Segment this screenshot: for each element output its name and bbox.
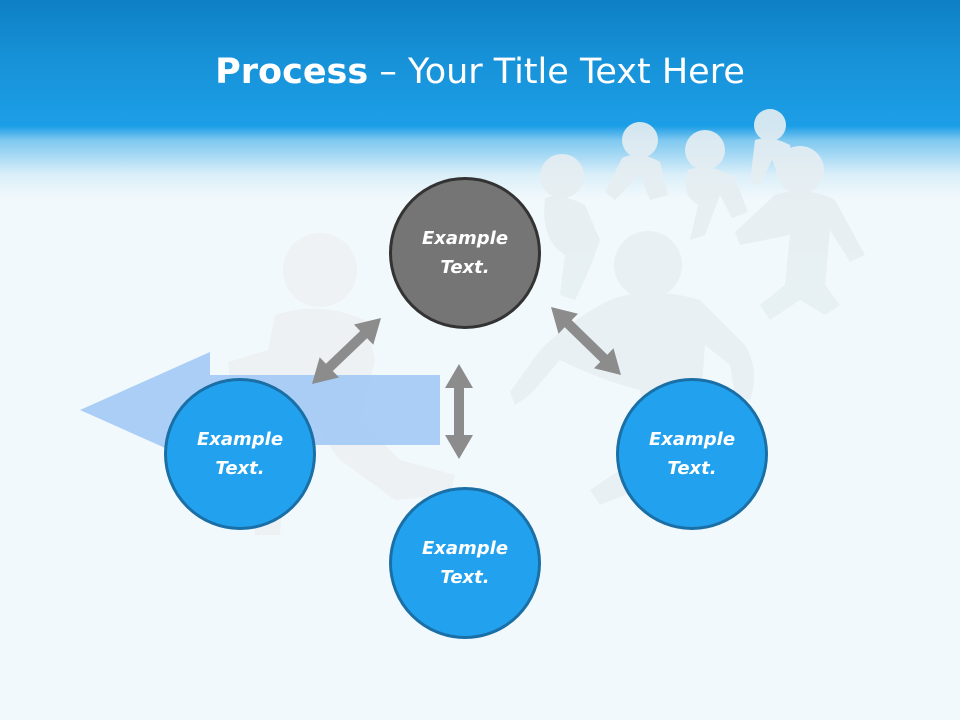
connector-arrows [312,307,621,459]
title-rest-text: – Your Title Text Here [368,52,745,92]
runner-right-figure-icon [510,231,754,505]
page-title: Process – Your Title Text Here [0,52,960,92]
crowd-figures-icon [540,109,865,320]
double-arrow-top-right-icon [551,307,621,375]
double-arrow-top-bottom-icon [445,364,473,459]
double-arrow-top-left-icon [312,318,381,384]
title-bold-text: Process [215,52,369,92]
